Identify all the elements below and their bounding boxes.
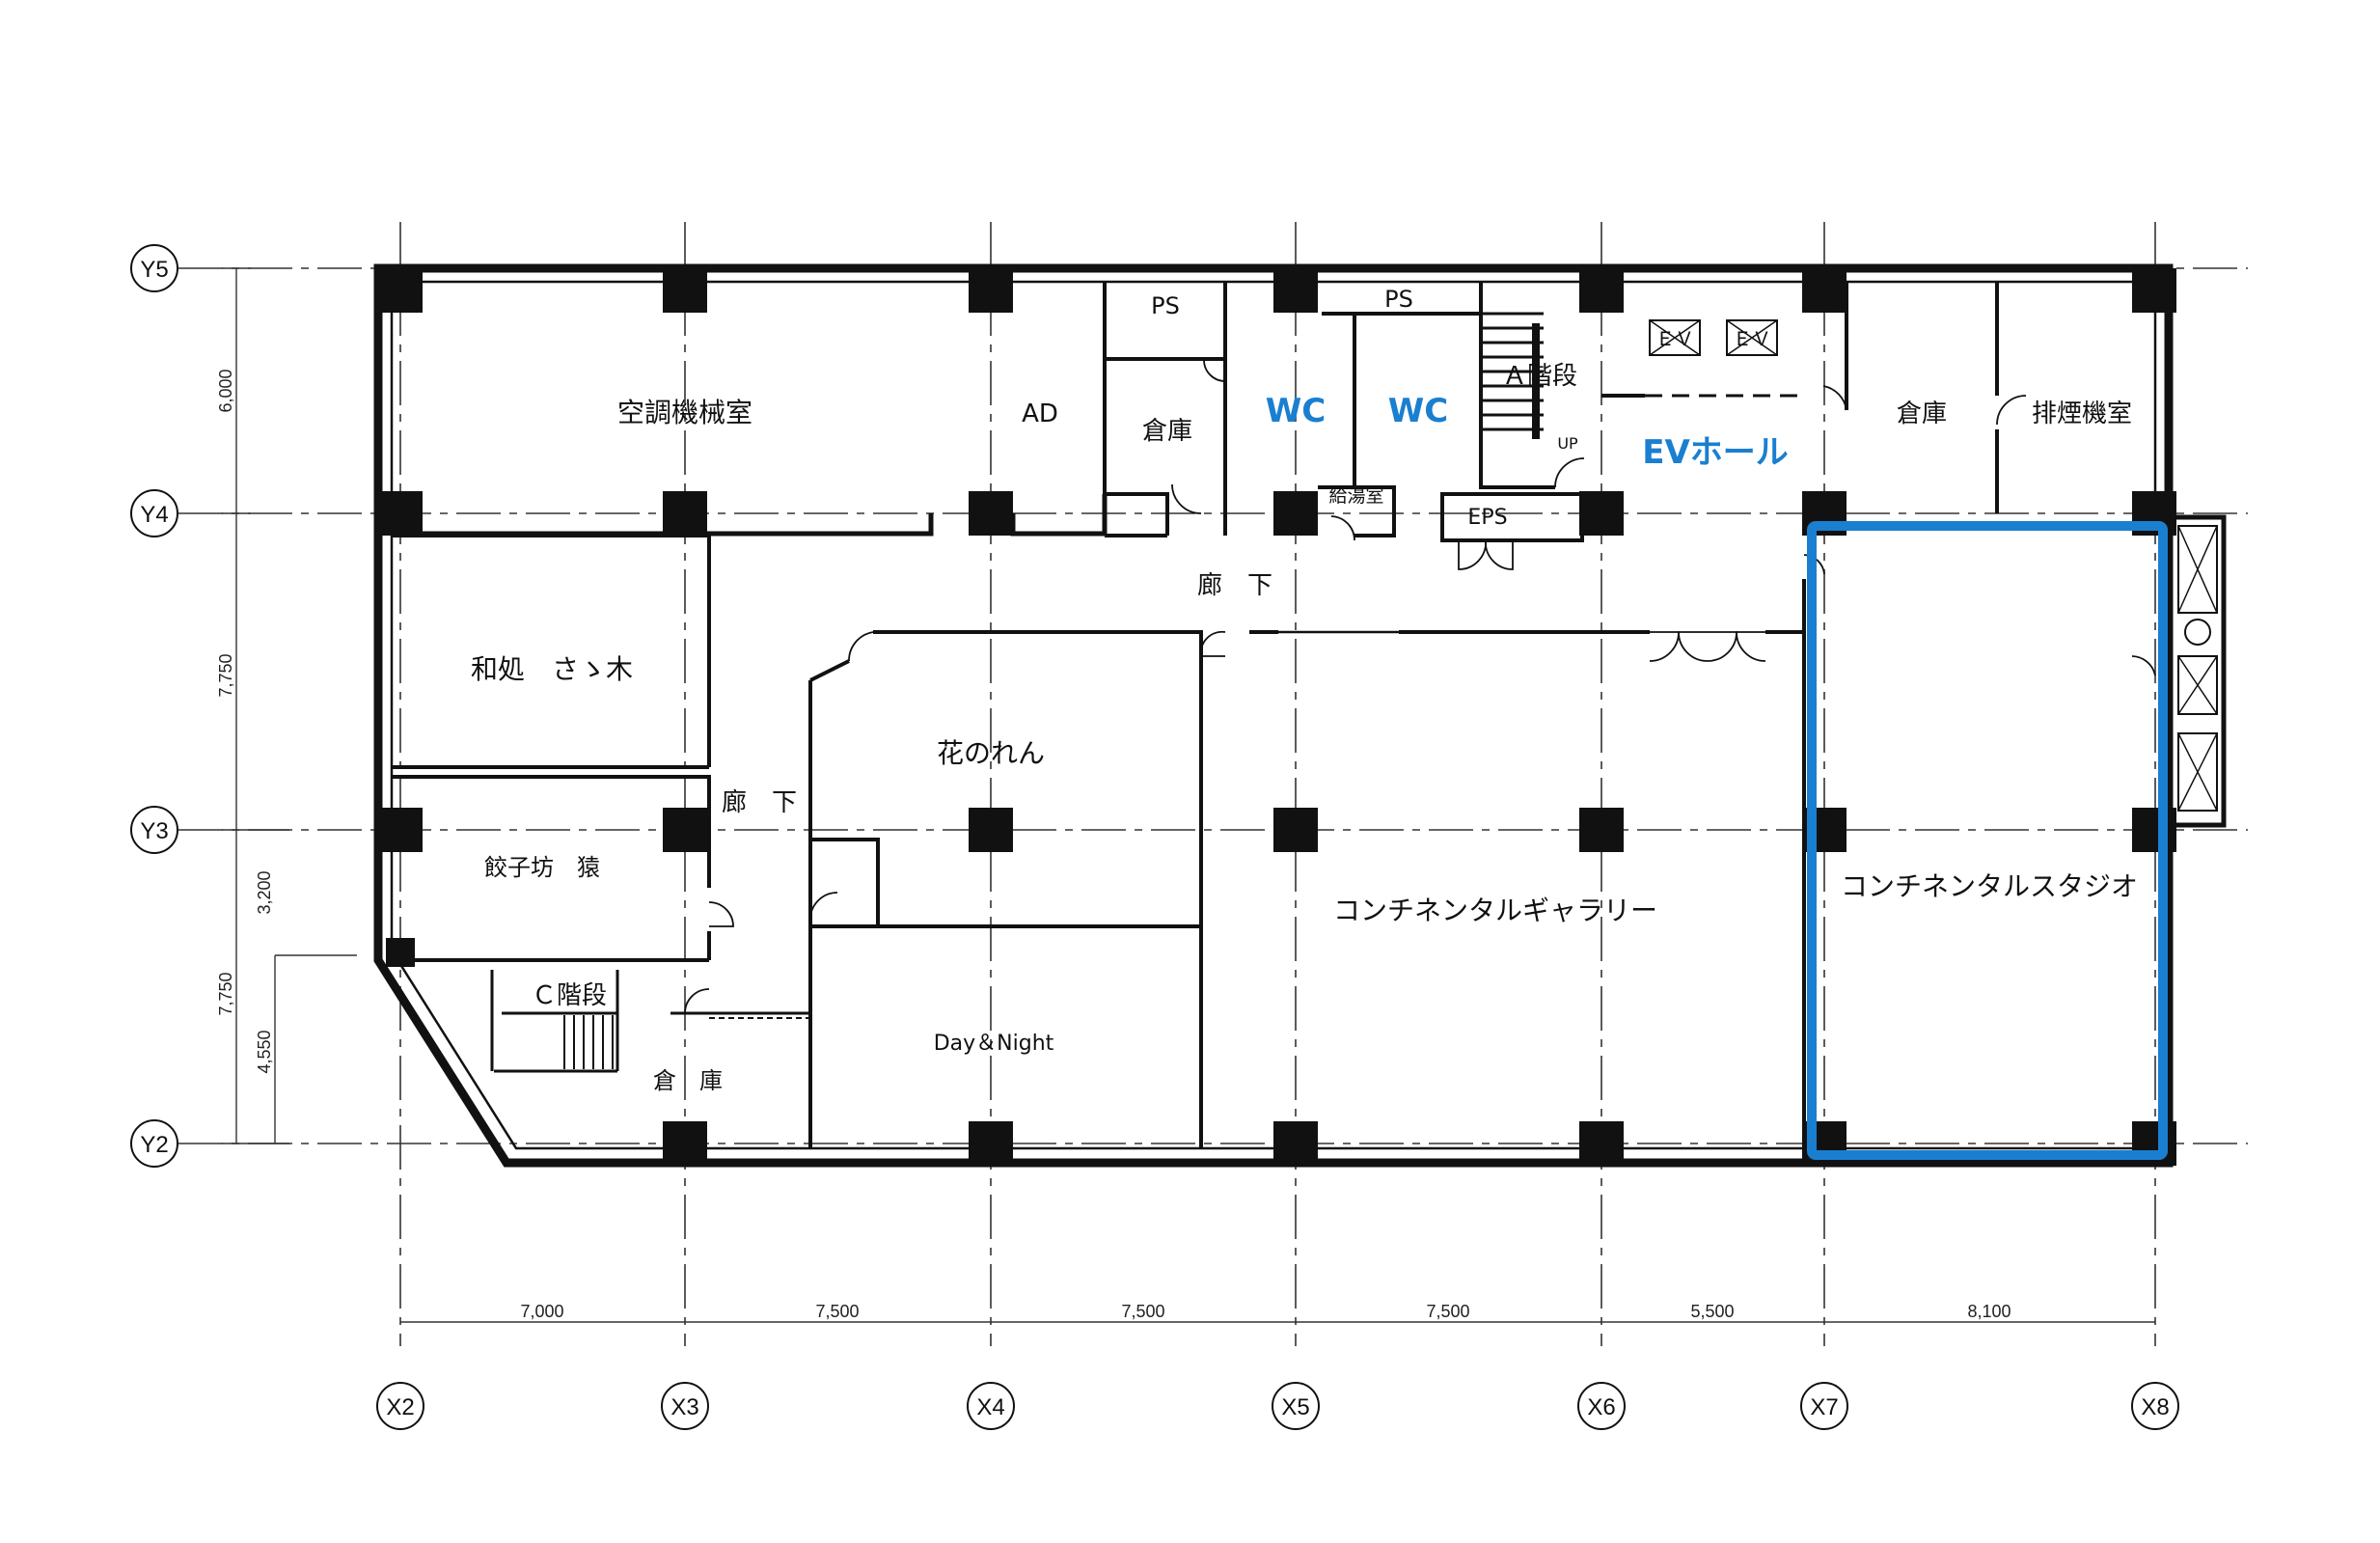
room-gallery: コンチネンタルギャラリー (1333, 895, 1657, 926)
room-washokoro: 和処 さゝ木 (471, 653, 633, 685)
studio-highlight[interactable] (1807, 521, 2168, 1160)
room-wc-1: WC (1266, 392, 1326, 430)
grid-bubble-x4: X4 (967, 1382, 1015, 1430)
room-hananoren: 花のれん (937, 737, 1045, 769)
grid-bubble-x2: X2 (376, 1382, 424, 1430)
room-studio: コンチネンタルスタジオ (1841, 870, 2138, 902)
elevator-2: ＥＶ (1733, 327, 1771, 350)
interior-walls (392, 282, 1999, 1148)
svg-text:X8: X8 (2141, 1394, 2169, 1420)
x-dimensions: 7,000 7,500 7,500 7,500 5,500 8,100 (520, 1302, 2011, 1321)
grid-bubbles-y: Y5 Y4 Y3 Y2 (130, 244, 178, 1168)
grid-bubbles-x: X2 X3 X4 X5 X6 X7 X8 (376, 1382, 2179, 1430)
dim-y5-y4: 6,000 (216, 369, 235, 412)
room-ac-machine: 空調機械室 (617, 397, 752, 428)
room-labels: 空調機械室 AD PS PS 倉庫 WC WC Ａ階段 UP ＥＶ ＥＶ EVホ… (471, 286, 2138, 1094)
corridor-left: 廊 下 (722, 788, 797, 817)
room-smoke-exhaust: 排煙機室 (2032, 400, 2132, 428)
svg-text:X4: X4 (976, 1394, 1004, 1420)
grid-bubble-y3: Y3 (130, 806, 178, 854)
svg-text:Y2: Y2 (140, 1132, 168, 1158)
dim-x3-x4: 7,500 (815, 1302, 859, 1321)
grid-bubble-y2: Y2 (130, 1119, 178, 1168)
room-storage-1: 倉庫 (1142, 417, 1192, 446)
elevator-1: ＥＶ (1655, 327, 1694, 350)
room-eps: EPS (1467, 506, 1507, 530)
y-dimensions: 6,000 7,750 7,750 3,200 4,550 (216, 369, 274, 1073)
dim-y4-y3: 7,750 (216, 653, 235, 697)
dim-x6-x7: 5,500 (1690, 1302, 1734, 1321)
room-kitchenette: 給湯室 (1328, 485, 1383, 507)
grid-bubble-x8: X8 (2131, 1382, 2179, 1430)
svg-text:X6: X6 (1587, 1394, 1615, 1420)
dim-x4-x5: 7,500 (1121, 1302, 1164, 1321)
svg-text:X7: X7 (1810, 1394, 1838, 1420)
room-gyoza: 餃子坊 猿 (484, 854, 600, 881)
up-label: UP (1557, 434, 1578, 453)
room-wc-2: WC (1388, 392, 1448, 430)
room-stair-c: Ｃ階段 (532, 981, 607, 1010)
dim-y3-y2: 7,750 (216, 972, 235, 1015)
dim-x2-x3: 7,000 (520, 1302, 563, 1321)
dim-x7-x8: 8,100 (1967, 1302, 2011, 1321)
shafts (2177, 525, 2218, 812)
dim-sub-3200: 3,200 (255, 870, 274, 914)
grid-lines (178, 222, 2248, 1346)
room-stair-a: Ａ階段 (1502, 362, 1577, 391)
room-ps-1: PS (1151, 292, 1180, 319)
grid-bubble-x6: X6 (1577, 1382, 1626, 1430)
room-day-night: Day＆Night (934, 1032, 1054, 1056)
room-storage-3: 倉 庫 (653, 1067, 723, 1094)
grid-bubble-x7: X7 (1800, 1382, 1848, 1430)
grid-bubble-x5: X5 (1272, 1382, 1320, 1430)
room-storage-2: 倉庫 (1897, 400, 1947, 428)
dim-x5-x6: 7,500 (1426, 1302, 1469, 1321)
svg-text:Y5: Y5 (140, 257, 168, 283)
grid-bubble-x3: X3 (661, 1382, 709, 1430)
doors (684, 359, 2156, 1014)
room-ps-2: PS (1384, 286, 1413, 313)
svg-text:X3: X3 (670, 1394, 698, 1420)
svg-text:Y3: Y3 (140, 818, 168, 844)
svg-text:X5: X5 (1281, 1394, 1309, 1420)
columns (378, 268, 2176, 1166)
grid-bubble-y4: Y4 (130, 489, 178, 537)
room-ad: AD (1022, 400, 1058, 428)
room-ev-hall: EVホール (1642, 433, 1789, 472)
svg-text:Y4: Y4 (140, 502, 168, 528)
dim-sub-4550: 4,550 (255, 1030, 274, 1073)
svg-text:X2: X2 (386, 1394, 414, 1420)
corridor-upper: 廊 下 (1197, 571, 1272, 600)
grid-bubble-y5: Y5 (130, 244, 178, 292)
